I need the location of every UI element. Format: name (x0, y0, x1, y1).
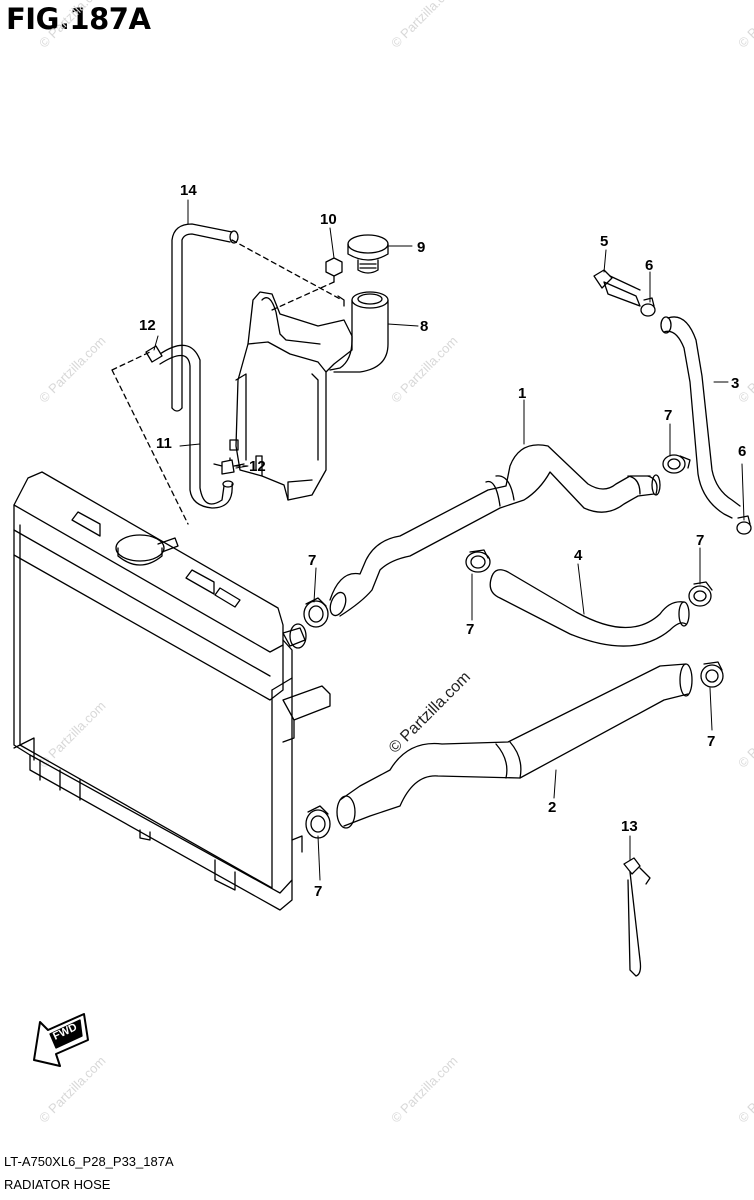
callout-7f: 7 (314, 883, 322, 900)
callout-numbers: 14 10 9 8 5 6 3 6 1 12 11 12 7 7 7 4 7 7… (139, 182, 746, 900)
leader-lines (153, 199, 745, 881)
figure-title: FIG.187A (6, 2, 151, 36)
overflow-hose-13-drawing (171, 223, 239, 412)
fwd-arrow-icon (33, 1013, 89, 1067)
callout-10: 10 (320, 211, 337, 228)
callout-3: 3 (731, 375, 739, 392)
callout-4: 4 (574, 547, 583, 564)
reservoir-hose-11-drawing (111, 344, 245, 525)
callout-1: 1 (518, 385, 526, 402)
figure-caption: RADIATOR HOSE (4, 1177, 111, 1192)
reservoir-tank-drawing (229, 234, 389, 501)
clamps-7-drawing (303, 454, 724, 839)
callout-7c: 7 (466, 621, 474, 638)
callout-6b: 6 (738, 443, 746, 460)
clamps-6-drawing (640, 297, 752, 535)
callout-7e: 7 (707, 733, 715, 750)
callout-7b: 7 (308, 552, 316, 569)
radiator-hose-1-drawing (329, 444, 661, 617)
figure-code: LT-A750XL6_P28_P33_187A (4, 1154, 174, 1169)
callout-8: 8 (420, 318, 428, 335)
callout-14: 13 (621, 818, 638, 835)
fitting-5-drawing (593, 269, 641, 307)
hose-3-drawing (660, 316, 741, 519)
callout-7d: 7 (696, 532, 704, 549)
callout-2: 2 (548, 799, 556, 816)
callout-6: 6 (645, 257, 653, 274)
callout-5: 5 (600, 233, 608, 250)
radiator-hose-2-drawing (336, 663, 693, 829)
callout-9: 9 (417, 239, 425, 256)
callout-12: 12 (139, 317, 156, 334)
bypass-hose-4-drawing (489, 569, 690, 647)
callout-13: 14 (180, 182, 197, 199)
callout-7a: 7 (664, 407, 672, 424)
cable-tie-14-drawing (623, 857, 651, 977)
radiator-drawing (13, 471, 331, 911)
callout-12b: 12 (249, 458, 266, 475)
callout-11: 11 (156, 435, 172, 452)
